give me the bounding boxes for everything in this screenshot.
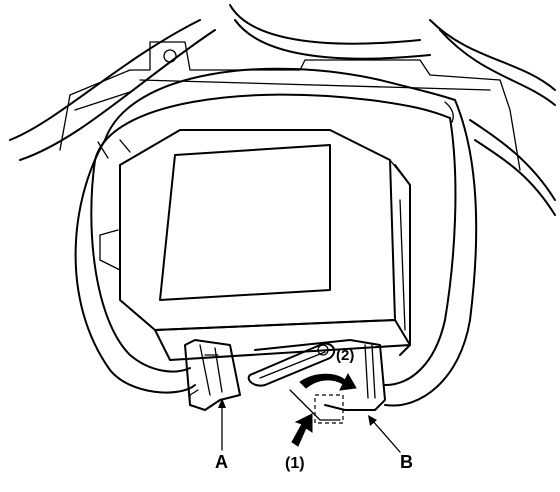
release-tab-hidden bbox=[314, 394, 344, 424]
leader-b bbox=[371, 419, 401, 453]
label-b: B bbox=[400, 452, 413, 472]
lock-lever bbox=[247, 342, 336, 387]
connector-b bbox=[247, 339, 386, 424]
rotate-arrow-icon bbox=[299, 372, 357, 391]
label-a: A bbox=[215, 452, 228, 472]
background-cables bbox=[9, 4, 556, 216]
lever-pivot bbox=[317, 344, 329, 356]
control-unit bbox=[99, 129, 411, 361]
label-step-2: (2) bbox=[336, 347, 354, 364]
label-step-1: (1) bbox=[285, 455, 305, 472]
unit-top-face bbox=[159, 144, 331, 301]
wire-harness bbox=[74, 67, 478, 407]
push-arrow-icon bbox=[291, 413, 313, 447]
leader-lines bbox=[218, 398, 401, 453]
connector-a bbox=[184, 339, 241, 411]
